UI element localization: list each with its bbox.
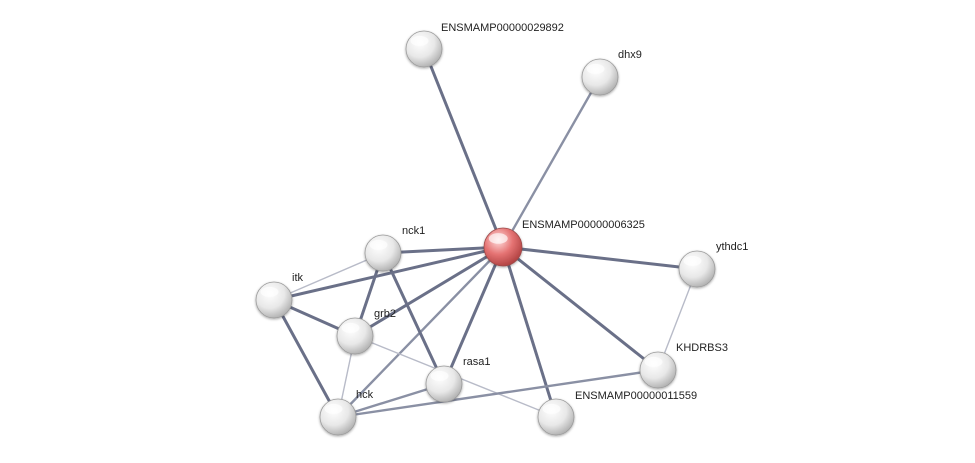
node-highlight <box>324 403 343 414</box>
node-bubble[interactable] <box>319 398 357 436</box>
edge-center-n11559[interactable] <box>501 245 558 419</box>
node-highlight <box>683 255 702 266</box>
node-highlight <box>430 370 449 381</box>
edge-itk-hck[interactable] <box>272 298 340 419</box>
node-bubble[interactable] <box>639 351 677 389</box>
node-bubble[interactable] <box>255 281 293 319</box>
node-label-itk: itk <box>292 272 304 284</box>
node-rasa1[interactable]: rasa1 <box>425 356 491 403</box>
node-khdrbs3[interactable]: KHDRBS3 <box>639 342 728 389</box>
node-bubble[interactable] <box>537 398 575 436</box>
node-bubble[interactable] <box>364 234 402 272</box>
node-highlight <box>644 356 663 367</box>
node-label-grb2: grb2 <box>374 308 396 320</box>
node-label-hck: hck <box>356 389 374 401</box>
node-highlight <box>369 239 388 250</box>
edge-center-khdrbs3[interactable] <box>501 245 660 372</box>
edge-center-itk[interactable] <box>272 245 505 302</box>
node-hck[interactable]: hck <box>319 389 374 436</box>
edge-nck1-itk[interactable] <box>273 252 384 301</box>
node-bubble[interactable] <box>483 227 523 267</box>
edge-center-rasa1[interactable] <box>442 245 505 386</box>
node-dhx9[interactable]: dhx9 <box>581 49 642 96</box>
node-bubble[interactable] <box>425 365 463 403</box>
node-highlight <box>542 403 561 414</box>
edge-rasa1-hck[interactable] <box>336 382 446 419</box>
node-label-nck1: nck1 <box>402 225 425 237</box>
node-label-n29892: ENSMAMP00000029892 <box>441 22 564 34</box>
edge-center-nck1[interactable] <box>381 245 505 255</box>
node-bubble[interactable] <box>405 30 443 68</box>
edge-center-dhx9[interactable] <box>501 75 602 249</box>
nodes-layer: ENSMAMP00000006325 ENSMAMP00000029892 dhx9… <box>255 22 748 436</box>
node-label-rasa1: rasa1 <box>463 356 491 368</box>
edge-center-grb2[interactable] <box>353 245 505 338</box>
node-itk[interactable]: itk <box>255 272 304 319</box>
node-label-ythdc1: ythdc1 <box>716 241 748 253</box>
node-center[interactable]: ENSMAMP00000006325 <box>483 219 645 267</box>
node-highlight <box>488 233 508 244</box>
edge-center-ythdc1[interactable] <box>501 245 699 271</box>
node-n29892[interactable]: ENSMAMP00000029892 <box>405 22 564 68</box>
node-bubble[interactable] <box>581 58 619 96</box>
edge-hck-khdrbs3[interactable] <box>336 368 660 419</box>
node-label-center: ENSMAMP00000006325 <box>522 219 645 231</box>
node-highlight <box>260 286 279 297</box>
node-ythdc1[interactable]: ythdc1 <box>678 241 748 288</box>
node-n11559[interactable]: ENSMAMP00000011559 <box>537 390 697 436</box>
node-grb2[interactable]: grb2 <box>336 308 396 355</box>
edge-nck1-rasa1[interactable] <box>381 251 446 386</box>
node-label-n11559: ENSMAMP00000011559 <box>575 390 697 402</box>
node-nck1[interactable]: nck1 <box>364 225 425 272</box>
node-label-dhx9: dhx9 <box>618 49 642 61</box>
node-highlight <box>341 322 360 333</box>
node-highlight <box>410 35 429 46</box>
edge-center-n29892[interactable] <box>422 47 505 249</box>
node-bubble[interactable] <box>336 317 374 355</box>
node-label-khdrbs3: KHDRBS3 <box>676 342 728 354</box>
node-bubble[interactable] <box>678 250 716 288</box>
node-highlight <box>586 63 605 74</box>
